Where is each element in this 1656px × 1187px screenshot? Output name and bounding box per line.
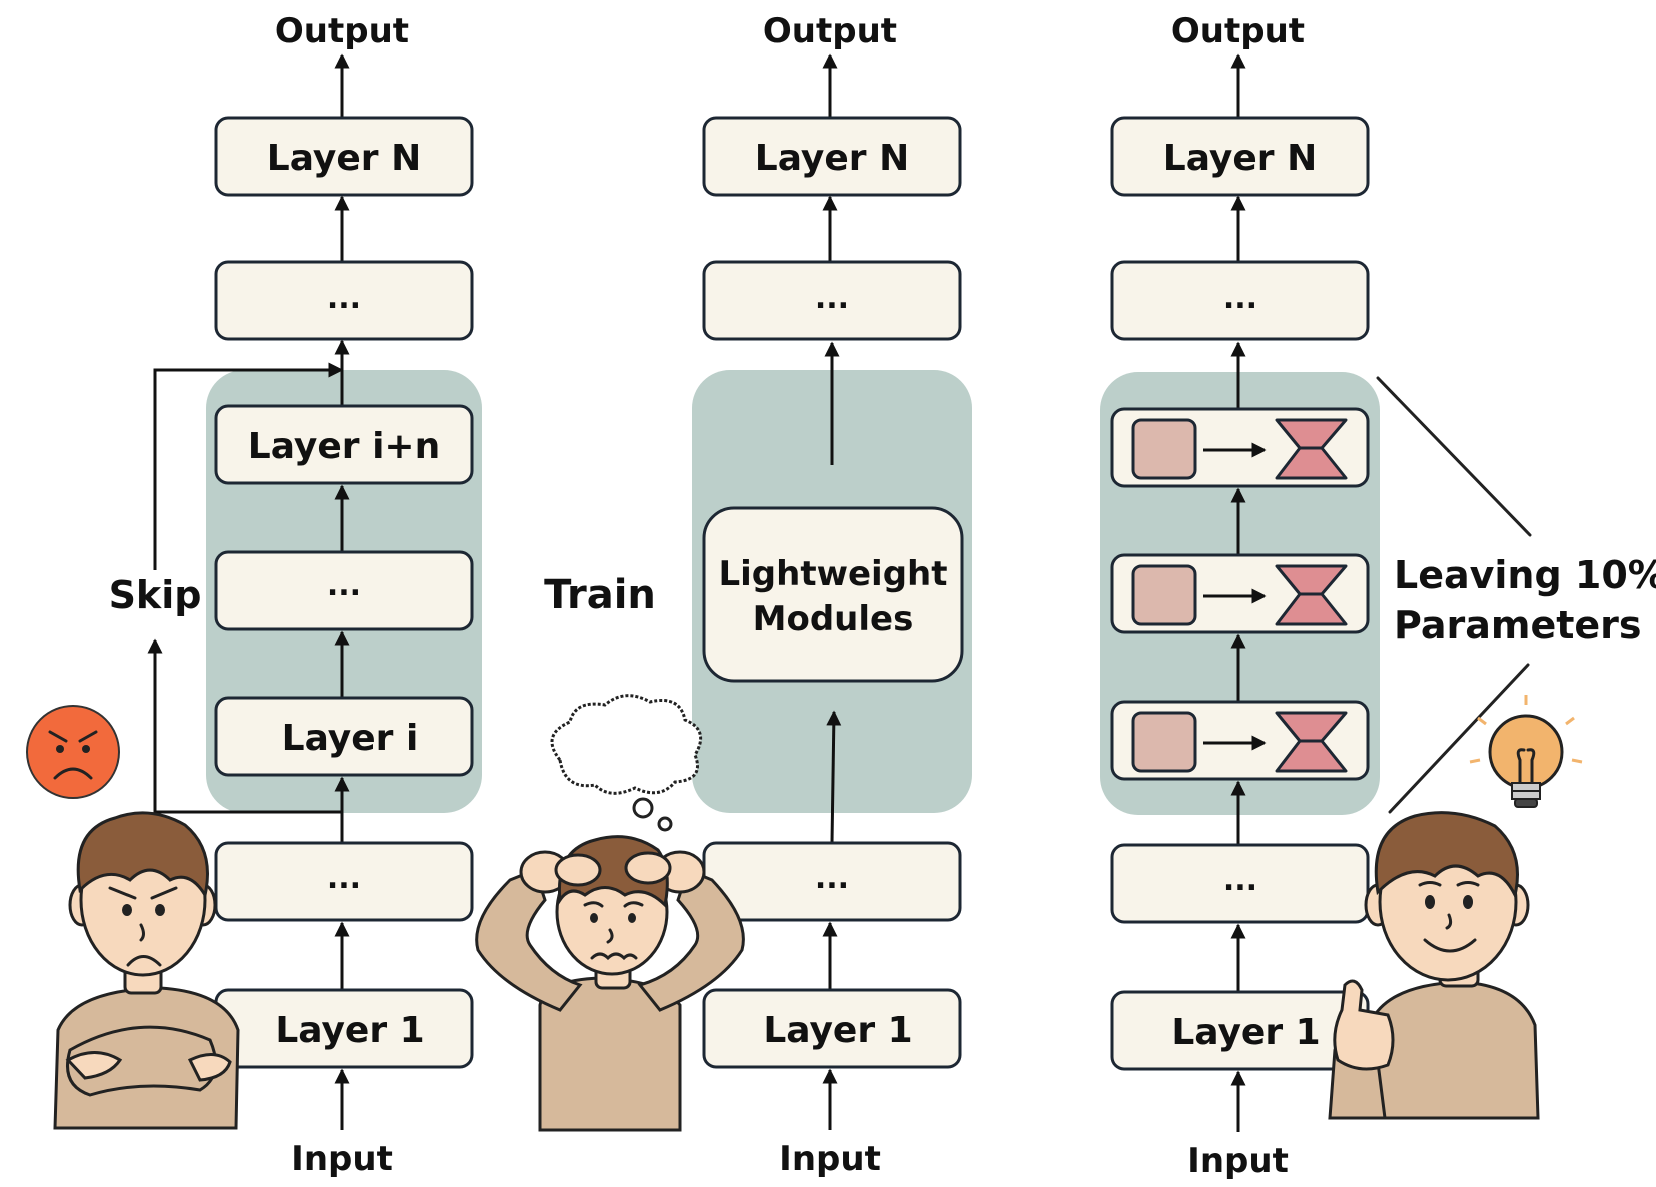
callout-line-upper [1376,376,1532,537]
layer-box [1110,116,1370,197]
layer-label: ... [327,861,361,896]
layer-label: Layer N [1163,138,1317,179]
input-label: Input [779,1139,881,1179]
light-bulb-icon [1469,695,1583,808]
angry-face-icon [26,705,120,799]
column-train: Output Layer N ... Lightweight Modules .… [475,11,972,1179]
output-label: Output [763,11,897,51]
column-skip: Output Layer N ... Layer i+n ... Layer i… [26,11,482,1179]
layer-label: Layer 1 [275,1010,424,1051]
adapter-layer [1110,407,1370,488]
stressed-person-illustration [475,835,745,1132]
layer-label: ... [327,281,361,316]
callout-line2: Parameters [1394,603,1642,647]
happy-person-illustration [1328,811,1540,1120]
layer-label: Layer N [755,138,909,179]
layer-box [1110,260,1370,341]
layer-box [214,550,474,631]
module-label-line2: Modules [753,599,914,639]
layer-box [1110,843,1370,924]
adapter-block-icon [1131,418,1197,480]
layer-box [214,116,474,197]
layer-label: ... [1223,863,1257,898]
adapter-layer [1110,553,1370,634]
input-label: Input [1187,1141,1289,1181]
layer-label: ... [815,861,849,896]
layer-box [214,696,474,777]
callout-line-lower [1388,663,1530,814]
thought-bubble-icon [550,694,703,832]
adapter-block-icon [1131,564,1197,626]
layer-label: Layer 1 [1171,1012,1320,1053]
lightweight-modules-box [702,506,964,683]
layer-box [214,404,474,485]
layer-box [214,841,474,922]
skip-arrow-lower [147,638,342,814]
adapter-layer [1110,700,1370,781]
input-label: Input [291,1139,393,1179]
module-label-line1: Lightweight [718,554,947,594]
skip-label: Skip [109,573,202,617]
layer-label: Layer i [282,718,419,759]
layer-label: ... [327,568,361,603]
angry-person-illustration [53,811,240,1130]
layer-label: ... [1223,281,1257,316]
layer-box [214,260,474,341]
layer-box [702,116,962,197]
skip-arrow-upper [153,362,344,570]
adapter-block-icon [1131,711,1197,773]
callout-line1: Leaving 10% [1394,553,1656,597]
layer-label: Layer i+n [248,426,440,467]
layer-label: Layer N [267,138,421,179]
layer-box [702,988,962,1069]
column-adapters: Output Layer N ... [1100,11,1656,1181]
layer-box [702,260,962,341]
train-label: Train [544,572,656,618]
output-label: Output [275,11,409,51]
layer-label: Layer 1 [763,1010,912,1051]
layer-label: ... [815,281,849,316]
output-label: Output [1171,11,1305,51]
